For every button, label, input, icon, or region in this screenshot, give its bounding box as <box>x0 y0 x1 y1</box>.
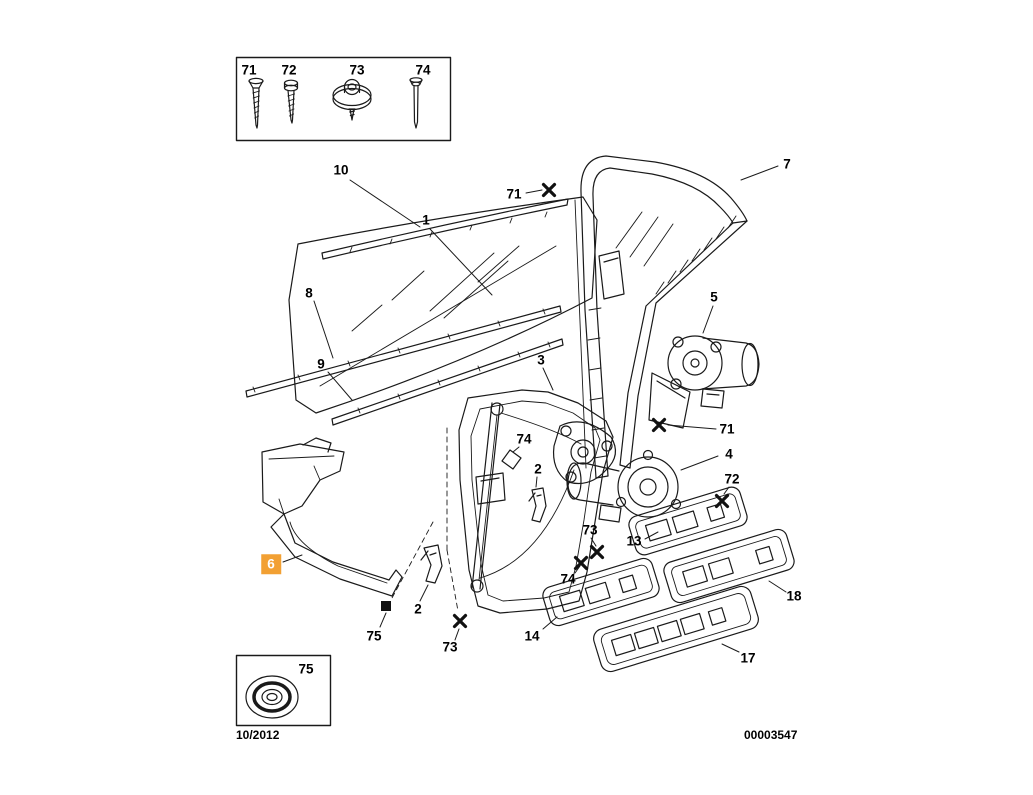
inset-box-fasteners <box>235 56 452 142</box>
part-label-9[interactable]: 9 <box>317 356 325 372</box>
part-label-74[interactable]: 74 <box>415 62 431 78</box>
part-label-74[interactable]: 74 <box>516 431 532 447</box>
assembly-guides <box>391 427 459 612</box>
part-label-17[interactable]: 17 <box>740 650 756 666</box>
x-marker-72 <box>714 493 730 509</box>
motor-4 <box>566 449 682 523</box>
part-label-73[interactable]: 73 <box>349 62 365 78</box>
plug-75 <box>381 601 391 611</box>
screw-71-icon <box>248 77 264 129</box>
part-label-10[interactable]: 10 <box>333 162 349 178</box>
x-marker-74-mid <box>573 555 589 571</box>
switch-panel-13 <box>628 486 748 556</box>
part-label-74[interactable]: 74 <box>560 571 576 587</box>
switch-panel-14 <box>542 557 660 627</box>
part-label-71[interactable]: 71 <box>719 421 735 437</box>
part-label-73[interactable]: 73 <box>442 639 458 655</box>
seal-strip-10 <box>321 198 569 260</box>
leader-lines <box>282 165 787 653</box>
part-label-7[interactable]: 7 <box>783 156 791 172</box>
x-marker-73-mid <box>589 544 605 560</box>
grommet-75-icon <box>245 675 299 719</box>
part-label-72[interactable]: 72 <box>724 471 740 487</box>
clip-lower <box>420 544 443 584</box>
motor-5 <box>648 335 760 429</box>
part-label-13[interactable]: 13 <box>626 533 642 549</box>
switch-panel-18 <box>663 528 795 604</box>
part-label-14[interactable]: 14 <box>524 628 540 644</box>
part-label-1[interactable]: 1 <box>422 212 430 228</box>
x-marker-73-lower <box>452 613 468 629</box>
seal-strip-9 <box>331 338 564 426</box>
part-label-4[interactable]: 4 <box>725 446 733 462</box>
part-label-73[interactable]: 73 <box>582 522 598 538</box>
seal-strip-8 <box>245 305 562 398</box>
part-label-72[interactable]: 72 <box>281 62 297 78</box>
inset-box-grommet <box>235 654 332 727</box>
part-label-5[interactable]: 5 <box>710 289 718 305</box>
bracket-6 <box>261 437 403 597</box>
revision-date: 10/2012 <box>236 728 280 742</box>
part-label-3[interactable]: 3 <box>537 352 545 368</box>
screw-washer-73-icon <box>332 78 372 121</box>
x-marker-71-right <box>651 417 667 433</box>
x-marker-71-top <box>541 182 557 198</box>
part-label-18[interactable]: 18 <box>786 588 802 604</box>
door-glass <box>288 196 598 414</box>
part-label-71[interactable]: 71 <box>241 62 257 78</box>
part-label-8[interactable]: 8 <box>305 285 313 301</box>
rivet-74-icon <box>409 77 423 129</box>
clip-upper <box>528 487 547 523</box>
screw-72-icon <box>283 79 299 124</box>
part-label-75[interactable]: 75 <box>298 661 314 677</box>
diamond-74-marker <box>501 449 522 470</box>
part-label-6-selected[interactable]: 6 <box>261 554 281 574</box>
document-number: 00003547 <box>744 728 798 742</box>
switch-panel-17 <box>593 585 759 673</box>
part-label-2[interactable]: 2 <box>414 601 422 617</box>
part-label-71[interactable]: 71 <box>506 186 522 202</box>
part-label-2[interactable]: 2 <box>534 461 542 477</box>
part-label-75[interactable]: 75 <box>366 628 382 644</box>
